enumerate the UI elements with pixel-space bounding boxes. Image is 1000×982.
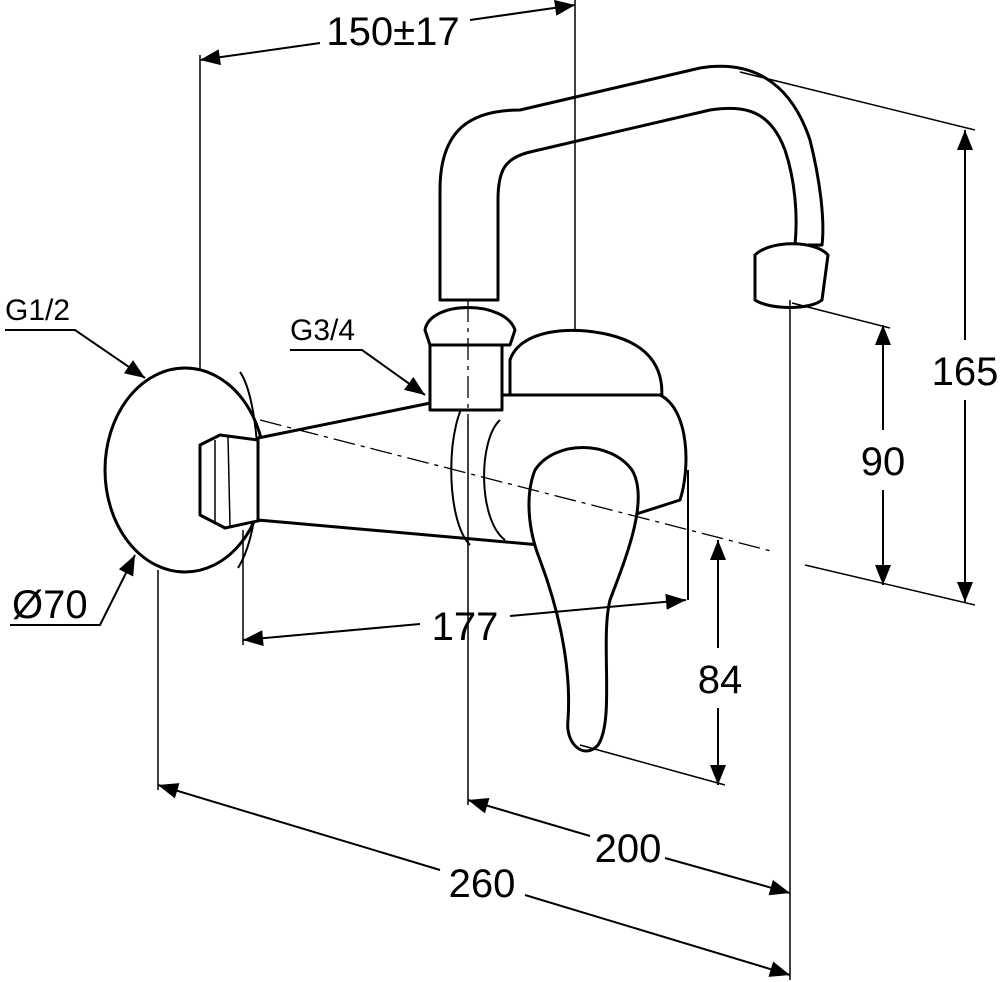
lever-handle bbox=[527, 446, 640, 753]
center-line bbox=[259, 419, 776, 553]
g12-label: G1/2 bbox=[5, 294, 70, 327]
spout-nut bbox=[423, 306, 517, 347]
leader-lines bbox=[5, 329, 426, 626]
dim-line-200 bbox=[467, 797, 591, 837]
dim-line-177 bbox=[242, 623, 421, 647]
dim-line-150 bbox=[199, 42, 321, 66]
dim-177-label: 177 bbox=[432, 605, 499, 649]
faucet-body bbox=[103, 64, 830, 753]
inlet-nut bbox=[198, 433, 264, 530]
spout-tube bbox=[438, 64, 825, 302]
diameter-70-label: Ø70 bbox=[12, 583, 88, 627]
spout-nozzle bbox=[753, 242, 830, 309]
dimension-lines bbox=[157, 0, 973, 977]
dim-150-label: 150±17 bbox=[326, 10, 459, 54]
dim-200-label: 200 bbox=[595, 827, 662, 871]
spout-base bbox=[428, 343, 504, 412]
g34-label: G3/4 bbox=[290, 314, 355, 347]
dim-165-label: 165 bbox=[932, 350, 999, 394]
dim-84-label: 84 bbox=[698, 658, 743, 702]
dim-90-label: 90 bbox=[861, 440, 906, 484]
extension-lines bbox=[157, 0, 976, 980]
dim-260-label: 260 bbox=[449, 862, 516, 906]
dim-line-260 bbox=[157, 783, 441, 871]
